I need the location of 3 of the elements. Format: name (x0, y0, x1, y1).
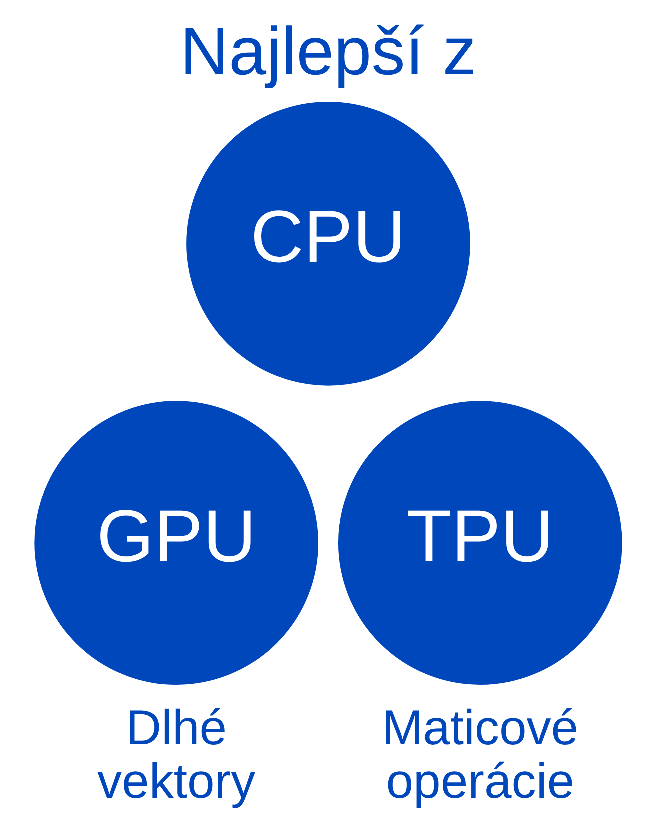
diagram-title: Najlepší z (180, 14, 477, 90)
node-label: Maticové operácie (382, 701, 579, 809)
node-label: Dlhé vektory (98, 701, 256, 809)
